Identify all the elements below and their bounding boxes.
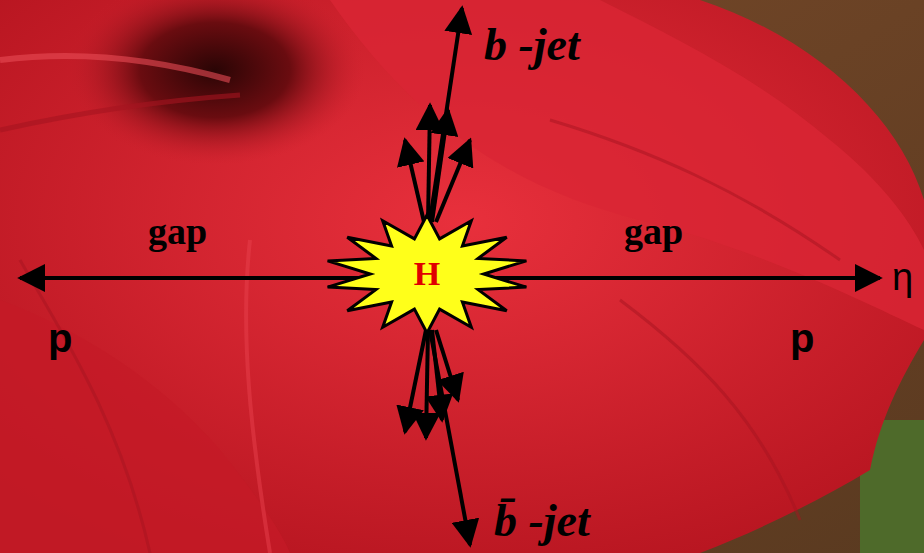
jet-track	[426, 330, 428, 438]
jet-track	[436, 140, 470, 222]
proton-label: p	[790, 318, 814, 358]
jet-track	[428, 105, 430, 222]
gap-label: gap	[624, 212, 683, 250]
bbar-jet-track	[430, 330, 470, 545]
proton-label: p	[48, 318, 72, 358]
higgs-star: H	[322, 212, 532, 336]
jet-track	[436, 330, 458, 400]
higgs-label: H	[322, 212, 532, 336]
jet-label: b -jet	[484, 22, 580, 68]
axis-label: η	[892, 258, 913, 296]
jet-track	[405, 330, 426, 432]
jet-label: b̄ -jet	[494, 498, 590, 544]
jet-track	[405, 140, 424, 222]
jet-track	[432, 110, 448, 222]
gap-label: gap	[148, 212, 207, 250]
